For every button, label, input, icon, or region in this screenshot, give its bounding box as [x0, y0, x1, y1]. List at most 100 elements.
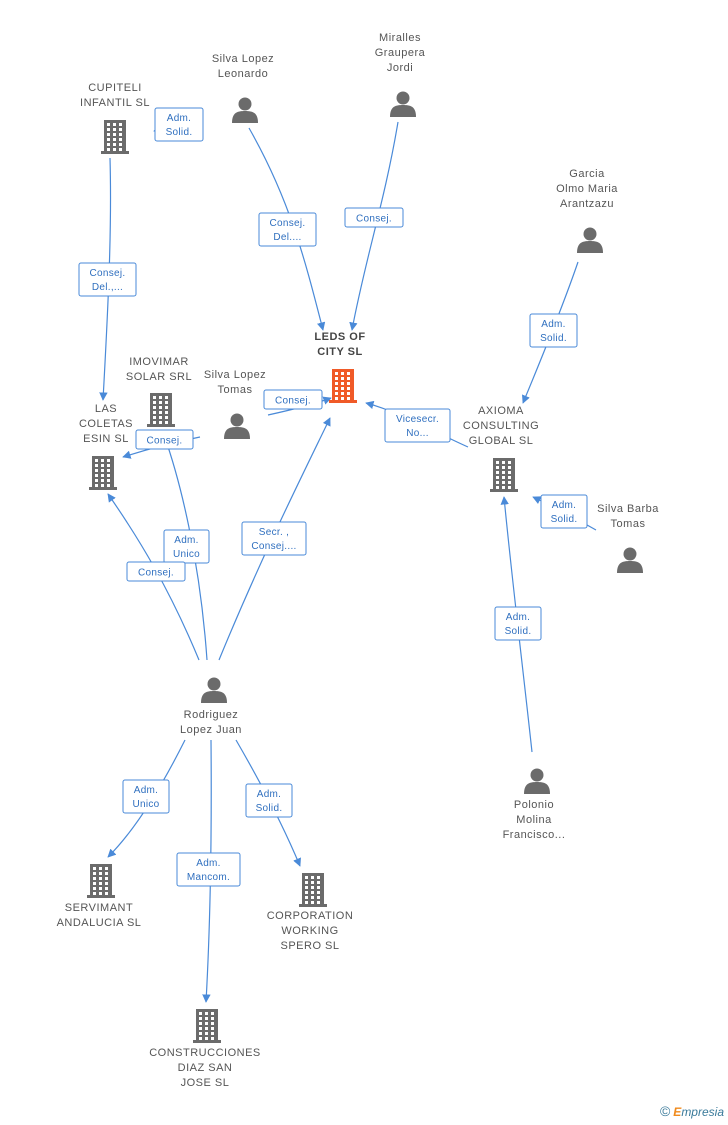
- node-las_coletas[interactable]: LAS COLETAS ESIN SL: [79, 403, 133, 490]
- edge-label-rodriguez-to-corporation[interactable]: Adm. Solid.: [245, 783, 293, 818]
- edge-label-rodriguez-to-imovimar[interactable]: Adm. Unico: [163, 529, 210, 564]
- node-label-line: CUPITELI: [88, 82, 142, 94]
- edge-label-line: Adm.: [167, 113, 192, 124]
- edge-rodriguez-to-imovimar: [162, 434, 208, 661]
- node-polonio[interactable]: PolonioMolinaFrancisco...: [503, 768, 566, 842]
- node-label-line: GLOBAL SL: [469, 435, 534, 447]
- node-label-line: JOSE SL: [181, 1077, 230, 1089]
- edge-label-line: Adm.: [174, 535, 199, 546]
- edge-label-imovimar-to-las_coletas[interactable]: Consej.: [135, 429, 194, 450]
- edge-label-silva_lopez_tomas-to-leds[interactable]: Consej.: [263, 389, 323, 410]
- edge-label-line: Unico: [173, 549, 200, 560]
- node-label-line: COLETAS: [79, 418, 133, 430]
- edge-label-line: No...: [406, 428, 429, 439]
- edge-miralles-to-leds: [349, 121, 399, 331]
- edge-label-line: Secr. ,: [259, 527, 289, 538]
- node-label-line: Arantzazu: [560, 198, 614, 210]
- node-label-line: Graupera: [375, 47, 426, 59]
- edge-label-line: Adm.: [552, 500, 577, 511]
- edge-label-garcia_olmo-to-axioma[interactable]: Adm. Solid.: [529, 313, 578, 348]
- edge-label-line: Adm.: [134, 785, 159, 796]
- edge-label-cupiteli-to-las_coletas[interactable]: Consej. Del.,...: [78, 262, 137, 297]
- person-icon: [577, 227, 603, 253]
- edge-label-silva_lopez_leonardo-to-leds[interactable]: Consej. Del....: [258, 212, 317, 247]
- building-icon: [101, 120, 129, 154]
- edge-label-polonio-to-axioma[interactable]: Adm.Solid.: [494, 606, 542, 641]
- node-label-line: Tomas: [611, 518, 646, 530]
- node-label-line: Silva Lopez: [204, 369, 266, 381]
- edge-label-rodriguez-to-leds[interactable]: Secr. , Consej....: [241, 521, 307, 556]
- building-icon: [299, 873, 327, 907]
- node-cupiteli[interactable]: CUPITELI INFANTIL SL: [80, 82, 150, 154]
- node-label-line: CONSULTING: [463, 420, 539, 432]
- node-label-line: CITY SL: [317, 346, 362, 358]
- node-label-line: Miralles: [379, 32, 421, 44]
- edge-label-line: Solid.: [540, 333, 567, 344]
- edge-label-line: Adm.: [257, 789, 282, 800]
- edge-label-line: Consej.: [89, 268, 125, 279]
- node-label-line: SERVIMANT: [65, 902, 133, 914]
- node-label-line: Olmo Maria: [556, 183, 618, 195]
- node-label-line: ESIN SL: [83, 433, 129, 445]
- node-label-line: CORPORATION: [267, 910, 354, 922]
- node-label-line: Silva Lopez: [212, 53, 274, 65]
- node-construcciones[interactable]: CONSTRUCCIONES DIAZ SAN JOSE SL: [149, 1009, 261, 1089]
- building-icon: [147, 393, 175, 427]
- node-label-line: Lopez Juan: [180, 724, 242, 736]
- footer-brand: ©Empresia: [660, 1103, 724, 1119]
- edge-label-silva_barba-to-axioma[interactable]: Adm.Solid.: [540, 494, 588, 529]
- edge-label-line: Adm.: [506, 612, 531, 623]
- edge-label-silva_lopez_leonardo-to-cupiteli[interactable]: Adm.Solid.: [154, 107, 204, 142]
- node-label-line: LEDS OF: [314, 331, 365, 343]
- edge-label-miralles-to-leds[interactable]: Consej.: [344, 207, 404, 228]
- node-label-line: Garcia: [569, 168, 605, 180]
- edge-label-line: Consej....: [251, 541, 296, 552]
- edge-label-rodriguez-to-servimant[interactable]: Adm. Unico: [122, 779, 170, 814]
- node-label-line: Polonio: [514, 799, 554, 811]
- person-icon: [224, 413, 250, 439]
- building-icon: [193, 1009, 221, 1043]
- edge-label-line: Consej.: [269, 218, 305, 229]
- node-label-line: Leonardo: [218, 68, 269, 80]
- node-label-line: Molina: [516, 814, 552, 826]
- edge-label-line: Mancom.: [187, 872, 230, 883]
- node-axioma[interactable]: AXIOMA CONSULTING GLOBAL SL: [463, 405, 539, 492]
- edge-label-axioma-to-leds[interactable]: Vicesecr. No...: [384, 408, 451, 443]
- building-icon: [329, 369, 357, 403]
- edge-label-rodriguez-to-construcciones[interactable]: Adm.Mancom.: [176, 852, 241, 887]
- node-label-line: Jordi: [387, 62, 413, 74]
- node-label-line: Rodriguez: [184, 709, 239, 721]
- edge-label-line: Del.,...: [92, 282, 123, 293]
- building-icon: [89, 456, 117, 490]
- edge-label-rodriguez-to-las_coletas[interactable]: Consej.: [126, 561, 186, 582]
- building-icon: [490, 458, 518, 492]
- node-label-line: CONSTRUCCIONES: [149, 1047, 261, 1059]
- edge-label-line: Consej.: [275, 396, 311, 407]
- node-label-line: Francisco...: [503, 829, 566, 841]
- person-icon: [201, 677, 227, 703]
- edge-label-line: Solid.: [256, 803, 283, 814]
- person-icon: [617, 547, 643, 573]
- edge-label-line: Vicesecr.: [396, 414, 439, 425]
- edge-label-line: Del....: [273, 232, 301, 243]
- edge-label-line: Unico: [132, 799, 159, 810]
- node-label-line: AXIOMA: [478, 405, 524, 417]
- node-leds[interactable]: LEDS OF CITY SL: [314, 331, 365, 403]
- node-label-line: INFANTIL SL: [80, 97, 150, 109]
- edge-label-line: Adm.: [541, 319, 566, 330]
- node-label-line: DIAZ SAN: [178, 1062, 233, 1074]
- node-label-line: SPERO SL: [280, 940, 339, 952]
- node-label-line: LAS: [95, 403, 117, 415]
- brand-name: mpresia: [681, 1105, 724, 1119]
